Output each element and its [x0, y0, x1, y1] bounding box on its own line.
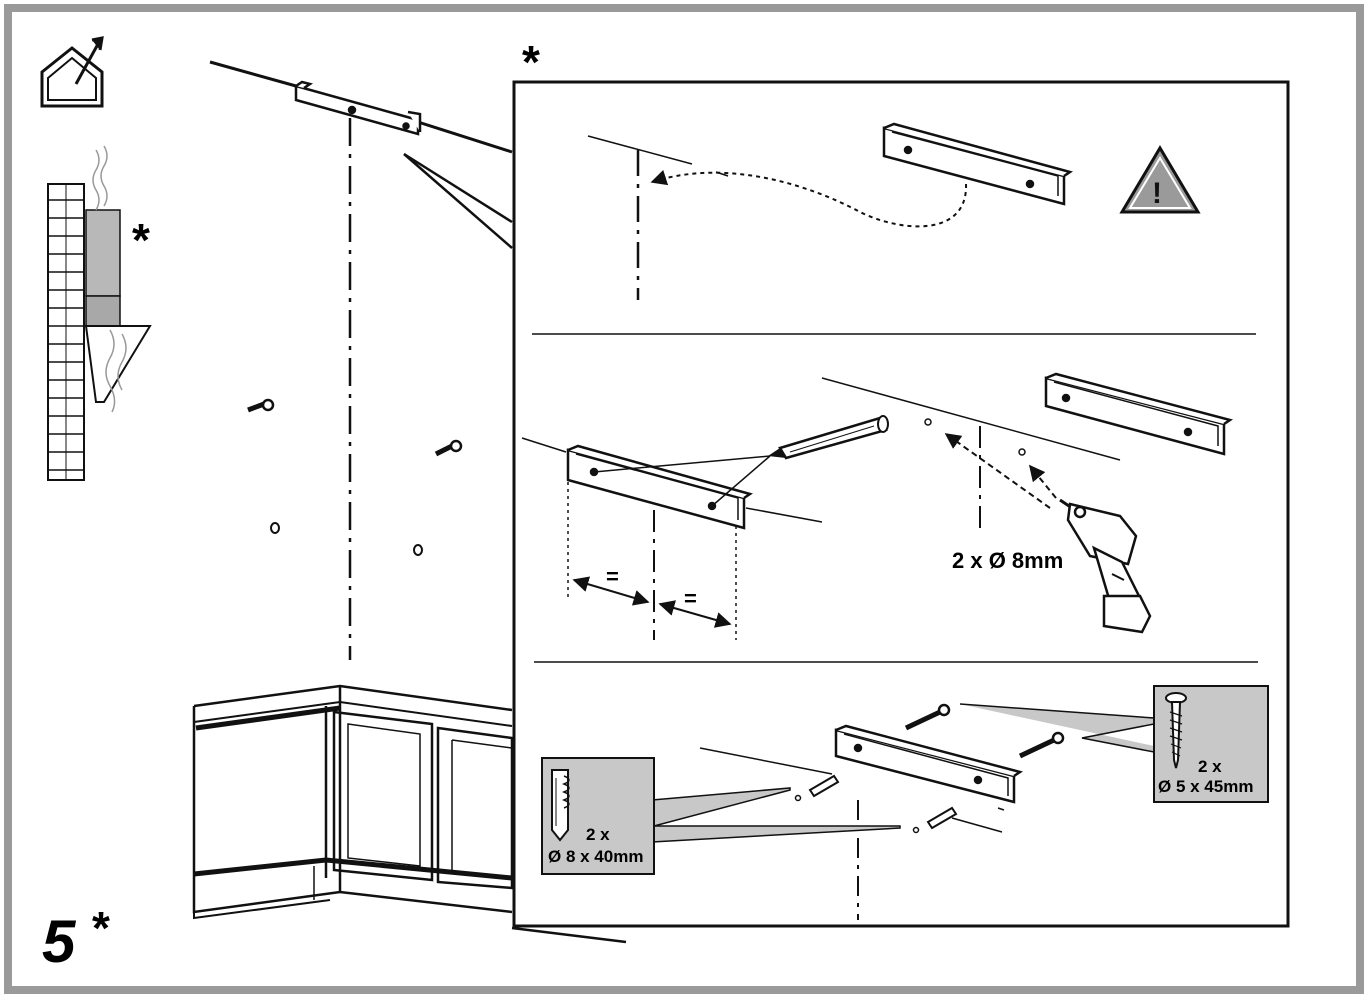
panel-asterisk: *: [522, 36, 540, 88]
steam-lines: [92, 145, 127, 413]
ceiling-bracket: [294, 80, 422, 136]
kitchen-cabinets: [192, 684, 627, 944]
drill-arrows: [944, 433, 1057, 509]
wall-plug-icon: [551, 769, 570, 842]
ceiling-line: [209, 60, 513, 154]
screw-size: Ø 5 x 45mm: [1158, 777, 1253, 796]
plug-size: Ø 8 x 40mm: [548, 847, 643, 866]
side-asterisk: *: [132, 214, 150, 266]
panel1-placement-arrow: [650, 169, 968, 228]
warning-icon: !: [1119, 145, 1201, 214]
wall-screw-left: [247, 398, 275, 413]
step-number: 5: [42, 908, 77, 975]
panel3-wall-lines: [699, 747, 1005, 920]
wall-hole-right: [413, 544, 423, 556]
screw-bottom: [1018, 731, 1065, 759]
wall-hood-pictogram: [47, 145, 152, 481]
pencil-mark-lines: [593, 455, 771, 507]
drill-spec: 2 x Ø 8mm: [952, 548, 1063, 573]
screw-spec-callout: 2 x Ø 5 x 45mm: [959, 685, 1269, 803]
house-exhaust-icon: [40, 36, 104, 108]
plug-spec-callout: 2 x Ø 8 x 40mm: [541, 757, 901, 875]
screw-count: 2 x: [1198, 757, 1222, 776]
panel3-bracket: [834, 724, 1024, 804]
wall-screw-right: [434, 439, 463, 457]
plug-count: 2 x: [586, 825, 610, 844]
screw-icon: [1165, 692, 1187, 769]
equal-label-right: =: [684, 586, 697, 611]
chimney-duct: [85, 209, 121, 297]
pencil-icon: [768, 415, 889, 460]
drill-icon: [1059, 498, 1152, 634]
drill-holes: [924, 418, 1026, 456]
svg-text:!: !: [1152, 177, 1162, 210]
equal-label-left: =: [606, 564, 619, 589]
callout-lines: [403, 152, 513, 249]
wall-plug-bottom: [912, 806, 958, 834]
wall-plug-top: [794, 774, 840, 802]
wall-hole-left: [270, 522, 280, 534]
screw-top: [904, 703, 951, 731]
panel2-measure-lines: [567, 482, 737, 640]
hood-glass: [84, 325, 152, 403]
panel1-bracket: [882, 122, 1073, 206]
step-asterisk: *: [92, 902, 110, 954]
equal-distance-arrows: [572, 576, 732, 628]
hood-body: [85, 295, 121, 327]
panel2-wall-lines: [521, 377, 1121, 640]
panel2-bracket-right: [1044, 372, 1234, 456]
